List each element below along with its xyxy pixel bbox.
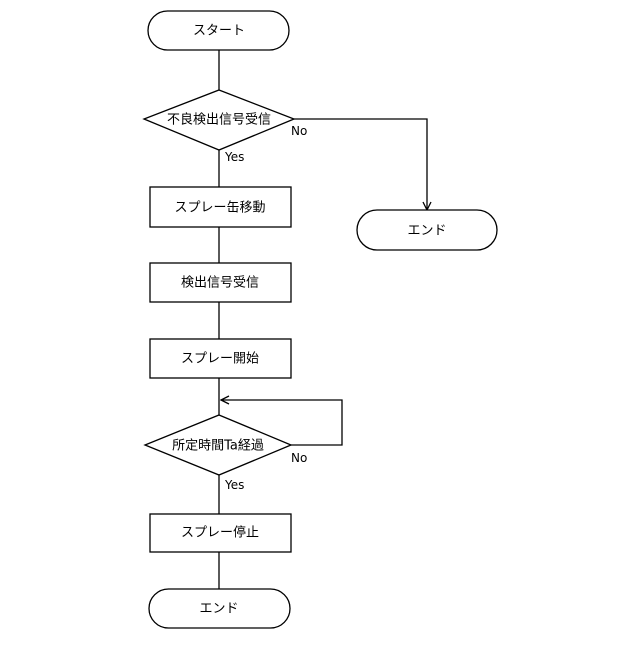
process-spray-stop: スプレー停止 [150,514,291,552]
end-terminal-side-label: エンド [407,224,446,239]
process-spray-start: スプレー開始 [150,339,291,378]
process-move-can: スプレー缶移動 [150,187,291,227]
edge-label-elapsed-yes: Yes [224,478,244,492]
edge-label-check-yes: Yes [224,150,244,164]
process-receive-signal: 検出信号受信 [150,263,291,302]
process-spray-stop-label: スプレー停止 [181,525,259,541]
edge-label-elapsed-no: No [291,451,307,465]
process-spray-start-label: スプレー開始 [181,352,259,367]
end-terminal-main: エンド [149,589,290,628]
process-receive-signal-label: 検出信号受信 [181,276,259,291]
end-terminal-main-label: エンド [199,602,238,617]
edge-label-check-no: No [291,124,307,138]
decision-elapsed-time: 所定時間Ta経過 [145,415,291,475]
end-terminal-side: エンド [357,210,497,250]
process-move-can-label: スプレー缶移動 [174,201,265,216]
decision-defect-signal: 不良検出信号受信 [144,90,294,150]
decision-elapsed-time-label: 所定時間Ta経過 [172,439,264,454]
start-terminal-label: スタート [193,24,245,39]
decision-defect-signal-label: 不良検出信号受信 [167,112,271,128]
connector-check-to-end-side [294,119,427,210]
start-terminal: スタート [148,11,289,50]
